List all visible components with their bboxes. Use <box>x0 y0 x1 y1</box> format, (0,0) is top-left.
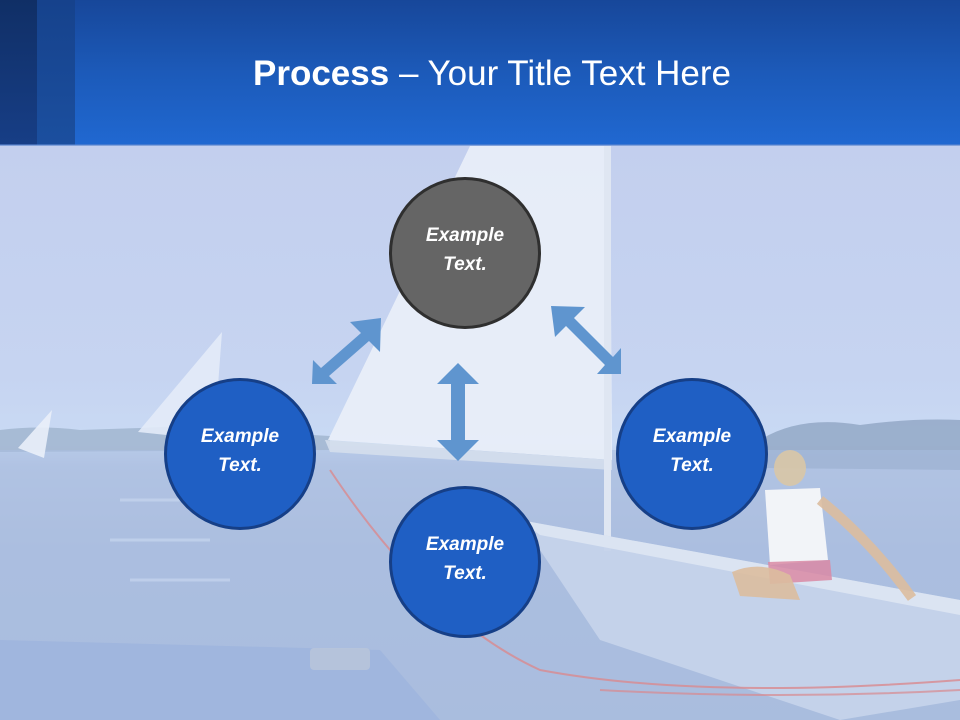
sailboat-scene <box>0 146 960 720</box>
double-arrow-vertical-icon[interactable] <box>437 363 479 461</box>
node-label-line2: Text. <box>443 254 487 275</box>
node-label-line2: Text. <box>670 455 714 476</box>
node-label-line2: Text. <box>218 455 262 476</box>
node-label: Example Text. <box>185 422 295 480</box>
node-label: Example Text. <box>637 422 747 480</box>
double-arrow-diagonal-icon[interactable] <box>312 318 381 384</box>
title-bar: Process – Your Title Text Here <box>0 0 960 146</box>
process-node-left[interactable]: Example Text. <box>164 378 316 530</box>
node-label-line1: Example <box>652 426 732 447</box>
node-label-line1: Example <box>425 225 505 246</box>
double-arrow-diagonal-icon[interactable] <box>551 306 621 374</box>
node-label: Example Text. <box>410 530 520 588</box>
header-divider <box>0 144 960 146</box>
node-label-line1: Example <box>200 426 280 447</box>
process-node-right[interactable]: Example Text. <box>616 378 768 530</box>
title-rest: – Your Title Text Here <box>389 54 731 93</box>
node-label-line2: Text. <box>443 563 487 584</box>
node-label-line1: Example <box>425 534 505 555</box>
process-node-bottom[interactable]: Example Text. <box>389 486 541 638</box>
slide-title[interactable]: Process – Your Title Text Here <box>0 52 960 96</box>
process-node-top[interactable]: Example Text. <box>389 177 541 329</box>
accent-stripe-mid <box>37 0 75 145</box>
title-bold: Process <box>253 54 390 93</box>
accent-stripe-dark <box>0 0 37 145</box>
node-label: Example Text. <box>410 221 520 279</box>
